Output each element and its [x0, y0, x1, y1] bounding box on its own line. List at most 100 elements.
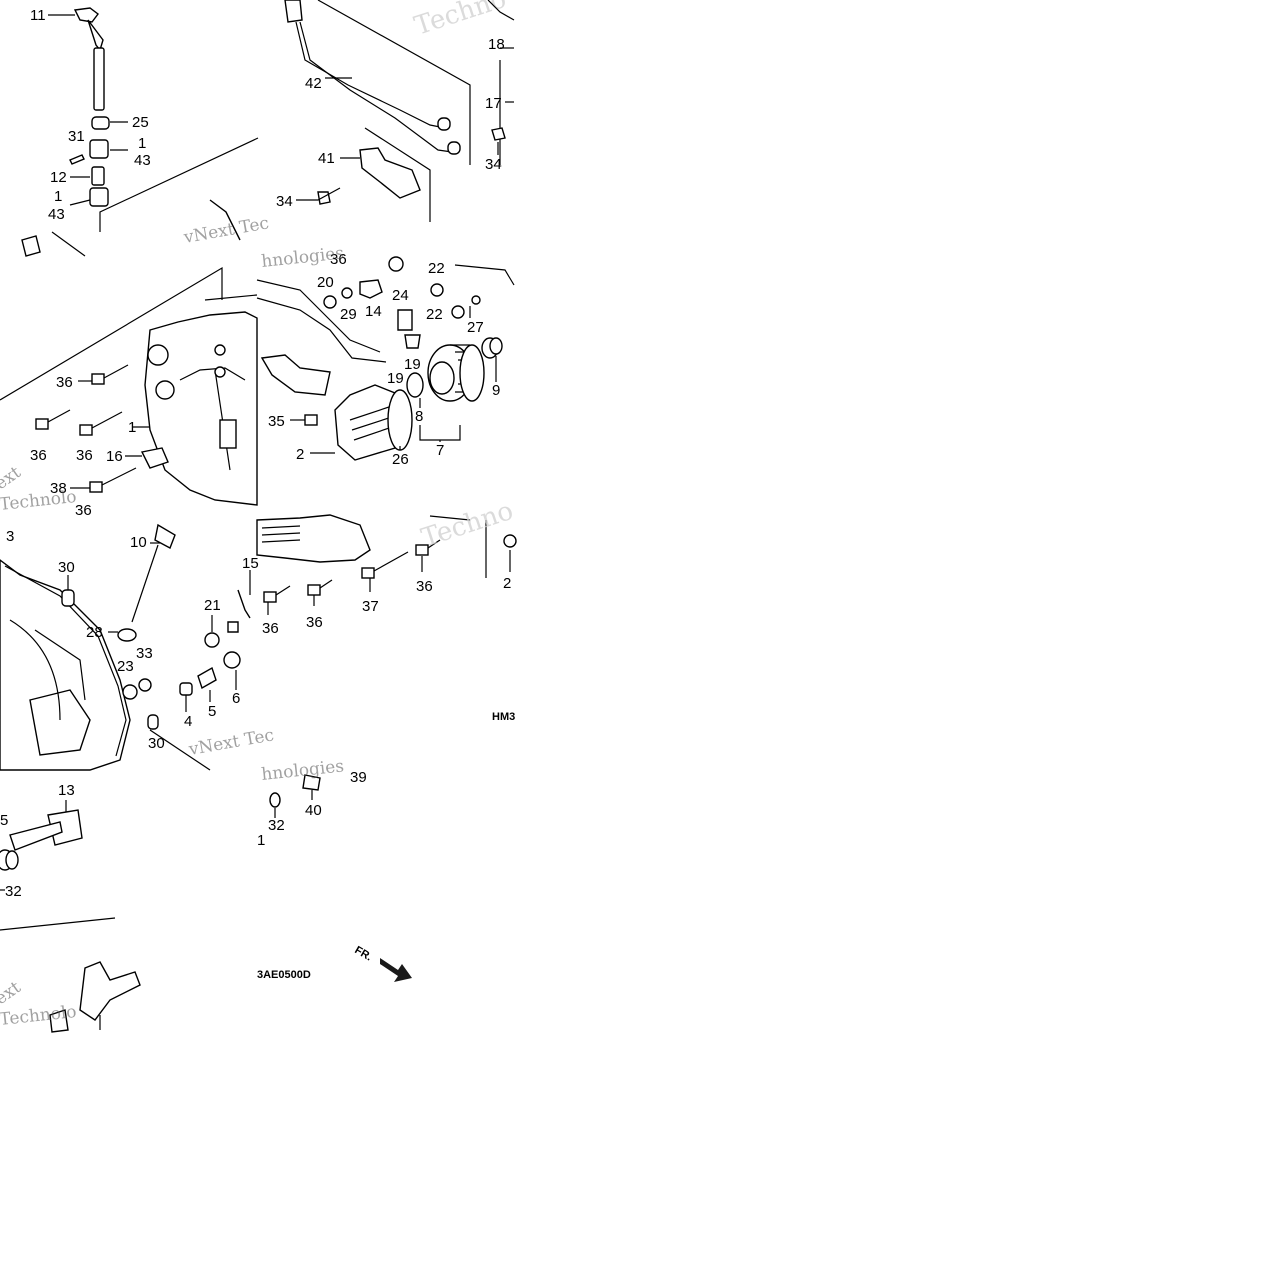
callout-16: 16 [106, 448, 123, 465]
cover-hole [214, 344, 226, 356]
watermark-ext: ext [0, 462, 25, 494]
part-25-seal [91, 116, 110, 130]
frame-line [429, 515, 471, 521]
watermark-ext: ext [0, 977, 25, 1009]
part-30-dowel [61, 589, 75, 607]
callout-2: 2 [503, 575, 511, 592]
callout-30: 30 [58, 559, 75, 576]
part-8-oring [406, 372, 424, 398]
callout-1: 1 [54, 188, 62, 205]
frame-line [317, 0, 471, 165]
watermark-techno: Techno [418, 496, 517, 554]
callout-36: 36 [75, 502, 92, 519]
callout-25: 25 [132, 114, 149, 131]
tile-11: 39 32 40 1 hnologies 3AE0500D FR. [257, 756, 412, 982]
callout-22: 22 [426, 306, 443, 323]
callout-14: 14 [365, 303, 382, 320]
washer-part [503, 534, 517, 548]
callout-6: 6 [232, 690, 240, 707]
bolt-part [91, 364, 129, 385]
cover-rib [349, 404, 396, 421]
tile-5: 36 20 24 14 29 19 19 35 2 26 8 hnologies [256, 243, 424, 468]
callout-29: 29 [340, 306, 357, 323]
bolt-part [491, 127, 506, 141]
crankcase-bore [29, 689, 91, 756]
callout-43: 43 [134, 152, 151, 169]
tile-6: 22 22 27 9 7 [419, 260, 515, 459]
watermark-vnext: vNext Tec [186, 725, 275, 760]
part-13-shift-drum [9, 800, 83, 851]
part-43-bearing [89, 187, 109, 207]
tile-9: 2 [503, 534, 517, 592]
callout-23: 23 [117, 658, 134, 675]
tile-10: 13 5 32 ext Technolo [0, 782, 141, 1033]
callout-31: 31 [68, 128, 85, 145]
callout-5: 5 [0, 812, 8, 829]
tile-8: 36 37 36 Techno HM3 [256, 496, 517, 723]
callout-36: 36 [306, 614, 323, 631]
callout-41: 41 [318, 150, 335, 167]
frame-line [51, 231, 86, 257]
dipstick-part [209, 199, 241, 241]
tile-2: 42 41 34 Techno [276, 0, 510, 222]
part-22-washer [430, 283, 444, 297]
callout-37: 37 [362, 598, 379, 615]
bolt-part [89, 467, 137, 493]
callout-40: 40 [305, 802, 322, 819]
part-4-plug [179, 682, 193, 696]
callout-36: 36 [330, 251, 347, 268]
frame-line [99, 137, 259, 232]
tile-1: 11 25 31 1 43 12 1 43 vNext Tec [21, 7, 271, 257]
bolt-part [415, 539, 441, 556]
tile-3: 18 17 34 [485, 0, 515, 173]
cover-fragment [256, 514, 371, 563]
callout-15: 15 [242, 555, 259, 572]
callout-3: 3 [6, 528, 14, 545]
callout-32: 32 [5, 883, 22, 900]
gasket-line [204, 294, 258, 301]
tile-4: 36 1 36 36 16 38 36 ext Technolo [0, 266, 258, 519]
callout-38: 38 [50, 480, 67, 497]
callout-19: 19 [387, 370, 404, 387]
cover-tab [219, 419, 237, 449]
callout-11: 11 [30, 7, 46, 24]
wire-harness [295, 21, 446, 129]
callout-5: 5 [208, 703, 216, 720]
callout-36: 36 [262, 620, 279, 637]
callout-9: 9 [492, 382, 500, 399]
callout-33: 33 [136, 645, 153, 662]
callout-26: 26 [392, 451, 409, 468]
part-26-gasket [387, 389, 413, 451]
front-label: FR. [353, 944, 374, 963]
wire-harness [256, 279, 381, 353]
watermark-hnologies: hnologies [260, 756, 345, 785]
part-1-bearing [89, 139, 109, 159]
terminal-part [437, 117, 451, 131]
cover-boss [155, 380, 175, 400]
part-9-spring [481, 337, 503, 359]
dowel-part [21, 235, 41, 257]
callout-19: 19 [404, 356, 421, 373]
callout-39: 39 [350, 769, 367, 786]
callout-36: 36 [416, 578, 433, 595]
part-31-pin [69, 154, 85, 165]
bracket-part [260, 354, 331, 396]
gasket-line [4, 565, 127, 757]
part-14-clip [359, 279, 383, 299]
case-detail [34, 629, 86, 701]
connector-part [284, 0, 303, 23]
part-40-pin [302, 774, 321, 791]
frame-line [454, 264, 515, 286]
bolt-part [79, 411, 123, 436]
callout-7: 7 [436, 442, 444, 459]
spring-part [0, 849, 19, 871]
part-12-spring [91, 166, 105, 186]
callout-36: 36 [30, 447, 47, 464]
part-15-wire [237, 589, 251, 619]
part-5-spring [197, 666, 217, 690]
callout-43: 43 [48, 206, 65, 223]
right-crankcase-cover [144, 311, 258, 506]
callout-12: 12 [50, 169, 67, 186]
callout-21: 21 [204, 597, 221, 614]
